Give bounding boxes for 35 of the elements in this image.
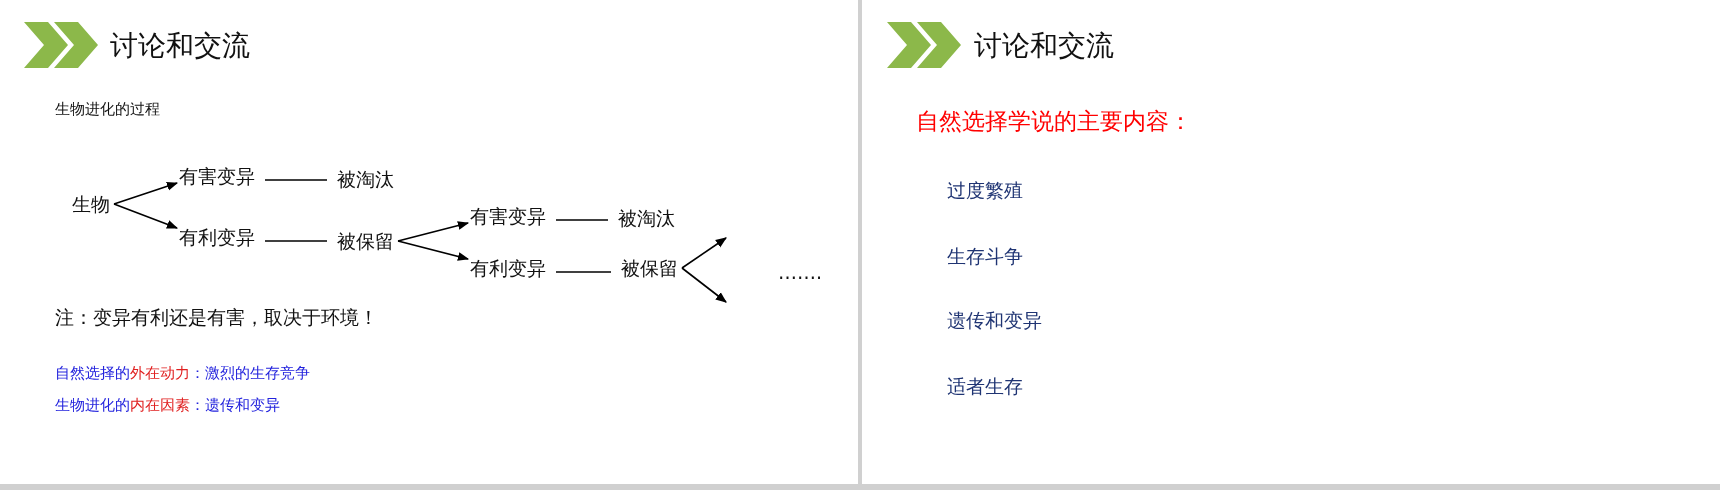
summary-text: ：激烈的生存竞争 (190, 364, 310, 384)
list-item: 遗传和变异 (947, 307, 1042, 333)
node-text: 有利变异 (179, 224, 255, 250)
slide-title: 讨论和交流 (110, 27, 250, 64)
note-text: 注：变异有利还是有害，取决于环境！ (55, 304, 378, 330)
arrow (113, 203, 179, 229)
node-text: ……. (778, 259, 823, 285)
connector-line (555, 219, 609, 221)
slide-title: 讨论和交流 (974, 27, 1114, 64)
list-item: 适者生存 (947, 373, 1023, 399)
list-item: 生存斗争 (947, 243, 1023, 269)
node-text: 被保留 (621, 255, 678, 281)
highlight-text: 外在动力 (130, 364, 190, 384)
connector-line (264, 179, 328, 181)
summary-text: 自然选择的 (55, 364, 130, 384)
arrow (397, 240, 470, 261)
summary-text: ：遗传和变异 (190, 396, 280, 416)
section-heading: 生物进化的过程 (55, 100, 160, 120)
arrow (681, 237, 727, 269)
node-text: 生物 (72, 191, 110, 217)
node-text: 被淘汰 (337, 166, 394, 192)
node-text: 有利变异 (470, 255, 546, 281)
arrow (113, 181, 179, 205)
section-heading: 自然选择学说的主要内容： (916, 107, 1192, 137)
node-text: 被淘汰 (618, 205, 675, 231)
node-text: 有害变异 (179, 163, 255, 189)
node-text: 有害变异 (470, 203, 546, 229)
arrow (681, 267, 727, 303)
connector-line (264, 240, 328, 242)
highlight-text: 内在因素 (130, 396, 190, 416)
connector-line (555, 271, 612, 273)
arrow (397, 221, 470, 242)
node-text: 被保留 (337, 228, 394, 254)
list-item: 过度繁殖 (947, 177, 1023, 203)
summary-text: 生物进化的 (55, 396, 130, 416)
